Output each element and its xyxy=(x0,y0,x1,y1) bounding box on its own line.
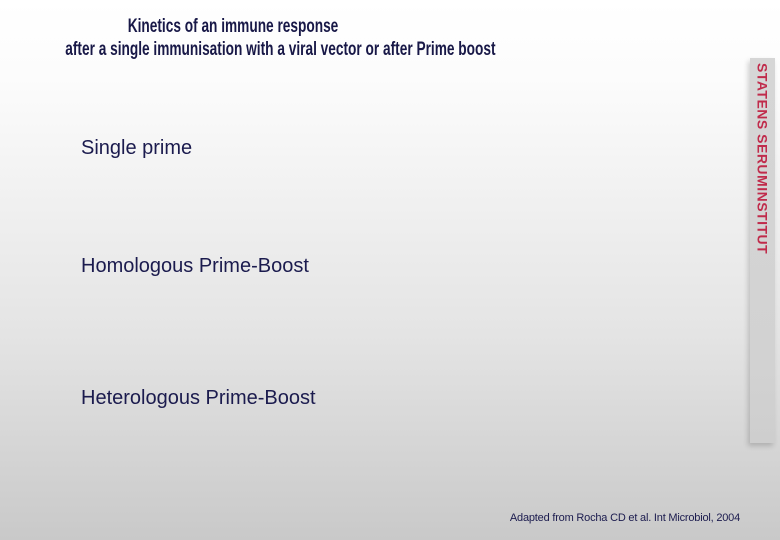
slide-title-line2: after a single immunisation with a viral… xyxy=(65,39,496,60)
label-homologous-prime-boost: Homologous Prime-Boost xyxy=(81,255,309,277)
label-single-prime: Single prime xyxy=(81,137,193,159)
citation-text: Adapted from Rocha CD et al. Int Microbi… xyxy=(509,512,740,524)
slide-title-line1: Kinetics of an immune response xyxy=(127,16,339,37)
slide-title: Kinetics of an immune response after a s… xyxy=(0,15,496,61)
brand-sidebar-strip: STATENS SERUMINSTITUT xyxy=(750,58,775,443)
label-heterologous-prime-boost: Heterologous Prime-Boost xyxy=(81,387,316,409)
brand-vertical-text: STATENS SERUMINSTITUT xyxy=(754,63,771,255)
